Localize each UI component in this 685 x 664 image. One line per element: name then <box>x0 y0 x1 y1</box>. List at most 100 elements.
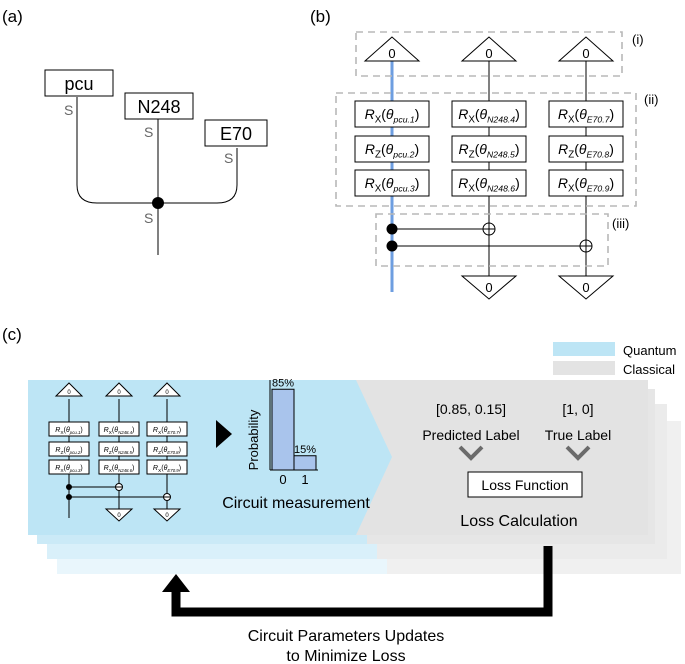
histogram-ylabel: Probability <box>246 409 261 470</box>
svg-text:RX(θE70.7): RX(θE70.7) <box>558 106 614 126</box>
tree-node-n248: N248 <box>137 97 180 117</box>
svg-text:0: 0 <box>582 46 589 61</box>
mini-gate-E70-7: RX(θE70.7) <box>146 421 188 437</box>
svg-text:RX(θpcu.1): RX(θpcu.1) <box>365 106 420 126</box>
gate-E70-7: RX(θE70.7) <box>548 100 624 128</box>
histogram-tick-label: 0 <box>279 472 286 487</box>
panel-a: (a) pcu N248 E70 S S S S <box>2 7 268 255</box>
section-iii-box <box>375 213 609 267</box>
panel-b-label: (b) <box>310 7 331 26</box>
tree-node-e70: E70 <box>220 124 252 144</box>
gate-pcu-3: RX(θpcu.3) <box>354 169 430 197</box>
panel-c: (c) Quantum Classical <box>2 325 681 664</box>
gate-pcu-2: RZ(θpcu.2) <box>354 135 430 163</box>
svg-text:RX(θpcu.3): RX(θpcu.3) <box>365 175 420 195</box>
svg-text:RX(θN248.6): RX(θN248.6) <box>104 465 135 474</box>
init-state-pcu: 0 <box>363 36 421 62</box>
end-state-n248: 0 <box>460 275 518 300</box>
legend-swatch-classical <box>553 361 615 375</box>
svg-text:0: 0 <box>165 513 169 519</box>
circuit-measurement-label: Circuit measurement <box>222 495 370 512</box>
svg-text:0: 0 <box>117 513 121 519</box>
predicted-values: [0.85, 0.15] <box>436 401 506 417</box>
end-state-e70: 0 <box>557 275 615 300</box>
true-values: [1, 0] <box>562 401 593 417</box>
tree-node-box-e70 <box>204 119 268 147</box>
svg-text:RX(θpcu.3): RX(θpcu.3) <box>55 465 82 474</box>
mini-gate-pcu-3: RX(θpcu.3) <box>48 459 90 475</box>
mini-gate-N248-4: RX(θN248.4) <box>98 421 140 437</box>
feedback-line-2: to Minimize Loss <box>286 648 405 664</box>
tree-edge-left <box>76 97 158 204</box>
tree-root-node <box>152 197 164 209</box>
panel-a-label: (a) <box>2 7 23 26</box>
mini-gate-N248-6: RX(θN248.6) <box>98 459 140 475</box>
feedback-loop <box>171 546 553 617</box>
mini-gate-N248-5: RZ(θN248.5) <box>98 441 140 457</box>
true-chevron-icon <box>565 445 591 461</box>
mini-gate-E70-8: RZ(θE70.8) <box>146 441 188 457</box>
gate-N248-6: RX(θN248.6) <box>451 169 527 197</box>
tree-node-box-n248 <box>124 92 194 120</box>
section-iii-label: (iii) <box>612 216 629 231</box>
gate-pcu-1: RX(θpcu.1) <box>354 100 430 128</box>
mini-circuit: 0 0 0 RX(θpcu.1) RZ(θpcu.2) RX(θpcu.3) RX(θ… <box>48 382 188 522</box>
svg-text:RX(θN248.4): RX(θN248.4) <box>104 427 135 436</box>
section-ii-label: (ii) <box>644 92 658 107</box>
cnot-control-2 <box>386 240 398 252</box>
svg-text:RZ(θN248.5): RZ(θN248.5) <box>458 141 519 161</box>
mini-gate-pcu-2: RZ(θpcu.2) <box>48 441 90 457</box>
predicted-label: Predicted Label <box>422 427 519 443</box>
svg-text:RZ(θN248.5): RZ(θN248.5) <box>104 447 135 456</box>
section-ii-box <box>335 92 637 207</box>
histogram-value-label: 85% <box>272 377 294 389</box>
gate-layer: RX(θpcu.1) RZ(θpcu.2) RX(θpcu.3) RX(θN248.4… <box>354 100 624 197</box>
feedback-line-1: Circuit Parameters Updates <box>248 628 445 645</box>
legend-label-classical: Classical <box>623 362 675 377</box>
loss-calculation-label: Loss Calculation <box>460 513 577 530</box>
histogram-bar-0 <box>271 388 295 471</box>
edge-label-e70: S <box>224 150 233 166</box>
svg-text:RX(θE70.7): RX(θE70.7) <box>153 427 181 436</box>
svg-text:RX(θpcu.1): RX(θpcu.1) <box>55 427 82 436</box>
svg-text:RZ(θpcu.2): RZ(θpcu.2) <box>55 447 82 456</box>
svg-text:RX(θE70.9): RX(θE70.9) <box>153 465 181 474</box>
histogram-value-label: 15% <box>294 444 316 456</box>
loss-function-label: Loss Function <box>481 477 568 493</box>
gate-N248-4: RX(θN248.4) <box>451 100 527 128</box>
svg-text:0: 0 <box>165 390 169 396</box>
histogram-bar-1 <box>293 455 317 471</box>
legend-label-quantum: Quantum <box>623 343 676 358</box>
cnot-target-1 <box>482 222 496 236</box>
init-state-n248: 0 <box>460 36 518 62</box>
panel-b: (b) (i) (ii) (iii) 0 0 0 RX(θpcu.1) RZ(θp… <box>310 7 658 300</box>
svg-text:RX(θN248.6): RX(θN248.6) <box>458 175 520 195</box>
gate-E70-9: RX(θE70.9) <box>548 169 624 197</box>
true-label: True Label <box>545 427 611 443</box>
gate-E70-8: RZ(θE70.8) <box>548 135 624 163</box>
section-i-label: (i) <box>632 32 644 47</box>
mini-gate-pcu-1: RX(θpcu.1) <box>48 421 90 437</box>
histogram-tick-label: 1 <box>301 472 308 487</box>
cnot-target-2 <box>579 239 593 253</box>
histogram: Probability 85% 0 15% 1 <box>246 377 318 487</box>
tree-node-box-pcu <box>44 69 114 97</box>
gate-N248-5: RZ(θN248.5) <box>451 135 527 163</box>
edge-label-pcu: S <box>64 102 73 118</box>
loss-function-box <box>467 471 583 498</box>
panel-c-label: (c) <box>2 325 22 344</box>
init-state-e70: 0 <box>557 36 615 62</box>
svg-text:0: 0 <box>388 46 395 61</box>
tree-edge-right <box>158 148 238 204</box>
edge-label-n248: S <box>144 124 153 140</box>
svg-text:RZ(θE70.8): RZ(θE70.8) <box>153 447 181 456</box>
svg-text:RX(θN248.4): RX(θN248.4) <box>458 106 520 126</box>
svg-text:0: 0 <box>485 280 492 295</box>
section-i-box <box>355 31 623 77</box>
edge-label-root: S <box>144 210 153 226</box>
legend-swatch-quantum <box>553 342 615 356</box>
measure-arrow-icon <box>216 420 232 448</box>
cnot-control-1 <box>386 223 398 235</box>
feedback-arrow-icon <box>162 574 190 592</box>
